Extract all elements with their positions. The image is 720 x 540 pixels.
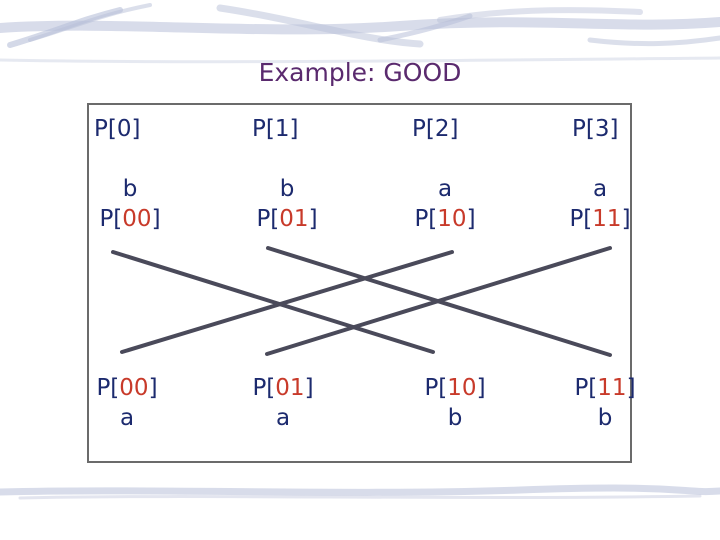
source-3: a P[11] xyxy=(555,174,645,234)
header-p3: P[3] xyxy=(572,116,619,142)
source-index: 01 xyxy=(279,206,309,232)
destination-index: 11 xyxy=(597,375,627,401)
connection-line-0 xyxy=(111,250,435,354)
decorative-bottom-band xyxy=(0,484,720,500)
destination-2: P[10] b xyxy=(410,373,500,433)
source-letter: a xyxy=(592,176,608,202)
destination-1: P[01] a xyxy=(238,373,328,433)
diagram-frame xyxy=(87,103,632,463)
decorative-top-band xyxy=(0,3,720,64)
source-index: 10 xyxy=(437,206,467,232)
page-title: Example: GOOD xyxy=(258,58,462,87)
destination-index: 01 xyxy=(275,375,305,401)
source-letter: b xyxy=(122,176,138,202)
destination-3: P[11] b xyxy=(560,373,650,433)
source-letter: b xyxy=(279,176,295,202)
source-index: 00 xyxy=(122,206,152,232)
header-p1: P[1] xyxy=(252,116,299,142)
connection-line-3 xyxy=(265,246,612,356)
destination-letter: b xyxy=(447,405,463,431)
destination-letter: b xyxy=(597,405,613,431)
destination-index: 10 xyxy=(447,375,477,401)
source-index: 11 xyxy=(592,206,622,232)
header-p0: P[0] xyxy=(94,116,141,142)
source-letter: a xyxy=(437,176,453,202)
destination-letter: a xyxy=(275,405,291,431)
source-1: b P[01] xyxy=(242,174,332,234)
destination-index: 00 xyxy=(119,375,149,401)
header-p2: P[2] xyxy=(412,116,459,142)
destination-0: P[00] a xyxy=(82,373,172,433)
connection-line-2 xyxy=(120,250,454,354)
source-2: a P[10] xyxy=(400,174,490,234)
destination-letter: a xyxy=(119,405,135,431)
source-0: b P[00] xyxy=(85,174,175,234)
